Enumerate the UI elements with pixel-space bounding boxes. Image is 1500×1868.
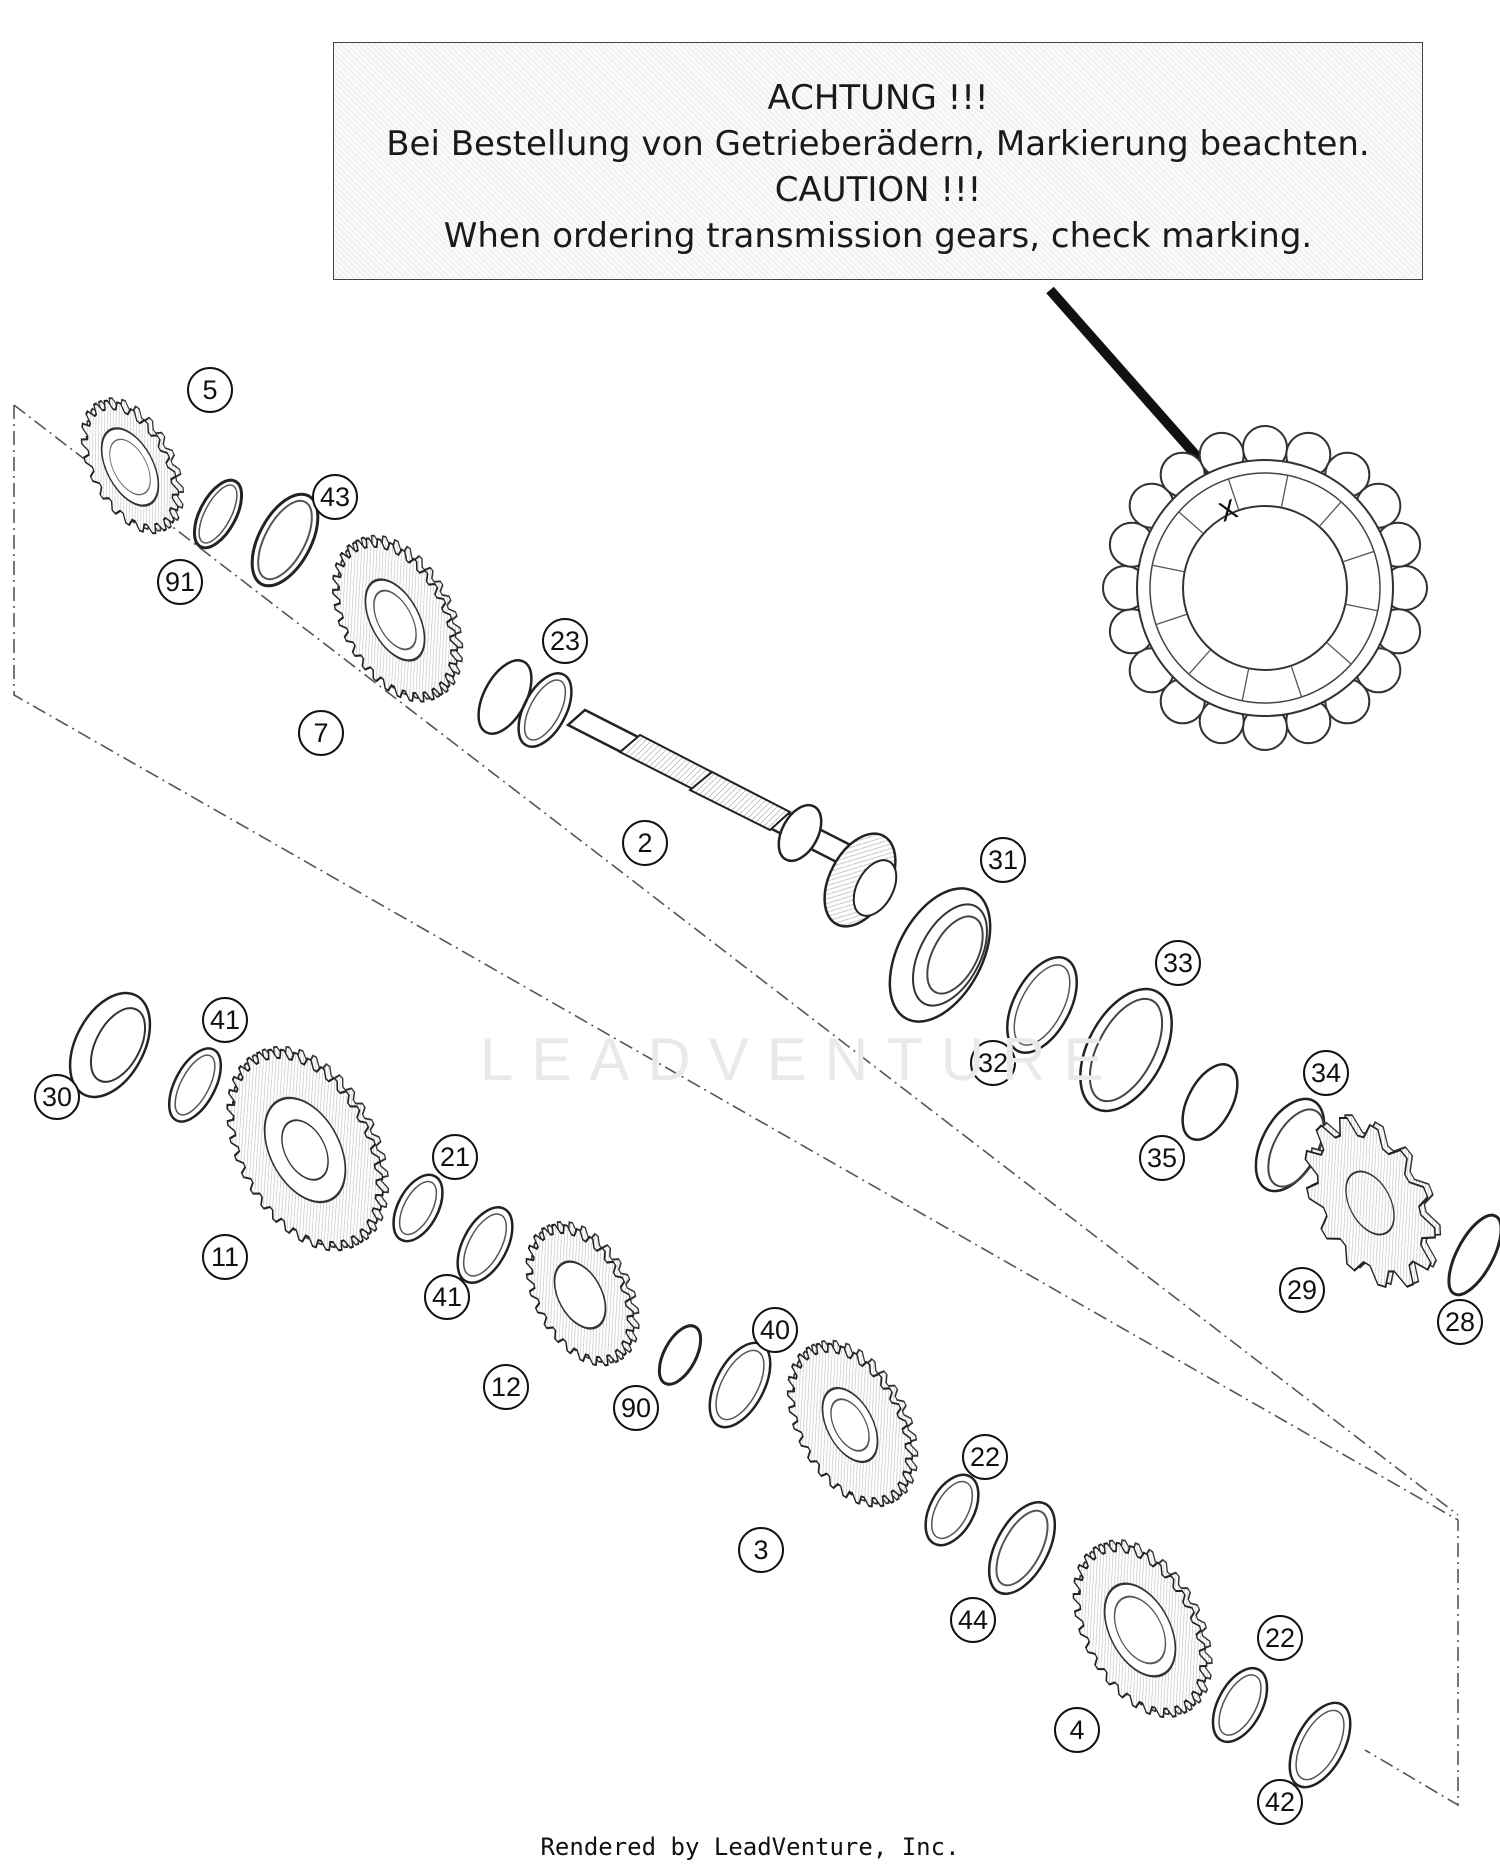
- callout-28: 28: [1437, 1299, 1483, 1345]
- callout-40: 40: [752, 1307, 798, 1353]
- svg-text:21: 21: [440, 1142, 470, 1172]
- callout-44: 44: [950, 1597, 996, 1643]
- gear-12: [525, 1220, 640, 1367]
- callout-11: 11: [202, 1234, 248, 1280]
- svg-text:7: 7: [313, 718, 328, 748]
- svg-text:2: 2: [637, 828, 652, 858]
- footer-credit: Rendered by LeadVenture, Inc.: [540, 1833, 960, 1861]
- watermark-text: LEADVENTURE: [480, 1026, 1122, 1093]
- callout-22-lower: 22: [1257, 1615, 1303, 1661]
- callout-5: 5: [187, 367, 233, 413]
- callout-35: 35: [1139, 1135, 1185, 1181]
- svg-text:43: 43: [320, 482, 350, 512]
- callout-30: 30: [34, 1074, 80, 1120]
- callout-91: 91: [157, 559, 203, 605]
- washer-41-lower: [456, 1206, 514, 1284]
- washer-41-upper: [167, 1047, 223, 1123]
- svg-text:42: 42: [1265, 1787, 1295, 1817]
- callout-42: 42: [1257, 1779, 1303, 1825]
- circlip-91: [192, 478, 244, 550]
- svg-text:22: 22: [1265, 1623, 1295, 1653]
- svg-text:22: 22: [970, 1442, 1000, 1472]
- callout-7: 7: [298, 710, 344, 756]
- svg-text:11: 11: [211, 1242, 239, 1272]
- callout-41-upper: 41: [202, 997, 248, 1043]
- washer-44: [987, 1500, 1057, 1596]
- sprocket-29: [1304, 1114, 1442, 1289]
- notice-text-en: When ordering transmission gears, check …: [443, 216, 1313, 256]
- gear-4: [1072, 1539, 1213, 1719]
- svg-text:90: 90: [621, 1393, 651, 1423]
- svg-text:29: 29: [1287, 1275, 1317, 1305]
- svg-text:3: 3: [753, 1535, 768, 1565]
- svg-text:34: 34: [1311, 1058, 1341, 1088]
- callout-41-lower: 41: [424, 1274, 470, 1320]
- notice-heading-en: CAUTION !!!: [774, 170, 982, 210]
- main-shaft-2: [565, 708, 898, 928]
- caution-notice-box: ACHTUNG !!! Bei Bestellung von Getrieber…: [333, 42, 1423, 280]
- svg-text:5: 5: [202, 375, 217, 405]
- bushing-22-upper: [924, 1473, 980, 1547]
- svg-text:23: 23: [550, 626, 580, 656]
- svg-text:41: 41: [210, 1005, 240, 1035]
- gear-7: [331, 534, 464, 703]
- callout-32: 32: [970, 1040, 1016, 1086]
- assembly-outline: [13, 404, 1459, 1807]
- svg-text:31: 31: [988, 845, 1018, 875]
- callout-21: 21: [432, 1134, 478, 1180]
- bushing-23: [477, 659, 573, 760]
- svg-text:41: 41: [432, 1282, 462, 1312]
- callout-2: 2: [622, 820, 668, 866]
- circlip-90: [657, 1324, 703, 1386]
- callout-4: 4: [1054, 1707, 1100, 1753]
- callout-90: 90: [613, 1385, 659, 1431]
- o-ring-35: [1181, 1063, 1239, 1141]
- seal-33: [1079, 987, 1173, 1113]
- svg-text:44: 44: [958, 1605, 988, 1635]
- bearing-31: [888, 887, 992, 1023]
- circlip-28: [1447, 1213, 1500, 1297]
- svg-text:12: 12: [491, 1372, 521, 1402]
- svg-text:4: 4: [1069, 1715, 1084, 1745]
- callout-3: 3: [738, 1527, 784, 1573]
- gear-5: [80, 397, 185, 535]
- svg-text:28: 28: [1445, 1307, 1475, 1337]
- washer-42: [1288, 1701, 1352, 1789]
- svg-text:35: 35: [1147, 1143, 1177, 1173]
- washer-32: [1006, 955, 1078, 1055]
- callout-43: 43: [312, 474, 358, 520]
- notice-text-de: Bei Bestellung von Getrieberädern, Marki…: [386, 124, 1370, 164]
- svg-text:32: 32: [978, 1048, 1008, 1078]
- callouts: 5 43 91 7 23 2 31 33 32 34 35 29 28 30 4…: [34, 367, 1483, 1825]
- callout-12: 12: [483, 1364, 529, 1410]
- notice-heading-de: ACHTUNG !!!: [767, 78, 989, 118]
- svg-text:40: 40: [760, 1315, 790, 1345]
- callout-33: 33: [1155, 940, 1201, 986]
- svg-text:33: 33: [1163, 948, 1193, 978]
- svg-text:30: 30: [42, 1082, 72, 1112]
- callout-31: 31: [980, 837, 1026, 883]
- callout-22-upper: 22: [962, 1434, 1008, 1480]
- callout-23: 23: [542, 618, 588, 664]
- callout-29: 29: [1279, 1267, 1325, 1313]
- callout-34: 34: [1303, 1050, 1349, 1096]
- svg-text:91: 91: [165, 567, 195, 597]
- bushing-21: [392, 1173, 444, 1243]
- gear-3: [786, 1339, 919, 1508]
- washer-43: [250, 492, 320, 588]
- marked-gear-detail: X: [1102, 425, 1428, 751]
- gear-11: [226, 1045, 390, 1252]
- bushing-22-lower: [1211, 1666, 1269, 1744]
- bearing-30: [68, 991, 152, 1099]
